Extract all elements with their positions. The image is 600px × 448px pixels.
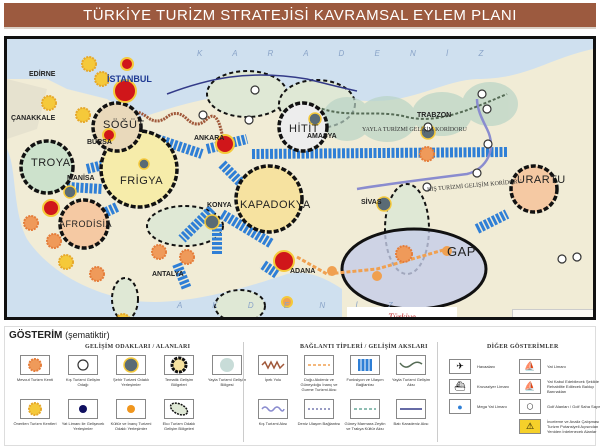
navy-line-icon (400, 408, 422, 410)
legend-south-marmara-axis: Güney Marmara Zeytin ve Trakya Kültür Ak… (343, 399, 387, 431)
corridor-yayla: YAYLA TURİZMİ GELİŞİM KORİDORU (362, 127, 467, 133)
cruise-ship-icon: ⛴ (449, 379, 471, 394)
city-amasya: AMASYA (307, 133, 337, 140)
dashed-line-icon (308, 408, 330, 410)
region-kapadokya: KAPADOKYA (240, 199, 311, 211)
city-bursa: BURSA (87, 139, 112, 146)
legend-section-focus: GELİŞİM ODAKLARI / ALANLARI (85, 344, 191, 350)
legend-review-area: ⚠İnceleme ve Analiz Çalışması İle Turizm… (519, 419, 600, 434)
city-istanbul: İSTANBUL (107, 74, 152, 84)
ministry-logo: Türkiye KÜLTÜR VE TURİZM BAKANLIĞI 2006 (347, 307, 457, 320)
legend-yayla-region: Yayla Turizmi Gelişim Bölgesi (205, 355, 249, 387)
eco-ellipse-icon (169, 402, 189, 416)
legend-divider (243, 342, 244, 442)
legend-panel: GÖSTERİM (şematiktir) GELİŞİM ODAKLARI /… (4, 326, 600, 446)
legend-divider (437, 342, 438, 442)
city-edirne: EDİRNE (29, 71, 56, 78)
page-title: TÜRKİYE TURİZM STRATEJİSİ KAVRAMSAL EYLE… (83, 6, 517, 24)
region-urartu: URARTU (517, 174, 566, 186)
legend-airport: ✈Havaalanı (449, 359, 537, 374)
navy-dot-icon (79, 405, 87, 413)
green-wave-icon (399, 361, 423, 368)
city-antalya: ANTALYA (152, 271, 184, 278)
legend-marina: ⛵Yat Limanı (519, 359, 600, 374)
city-sivas: SİVAS (361, 199, 382, 206)
white-circle-icon (77, 359, 89, 371)
legend-title: GÖSTERİM (şematiktir) (9, 330, 110, 341)
legend-sea-link: Deniz Ulaşım Bağlantısı (297, 399, 341, 426)
legend-proposed-tourism-city: Önerilen Turizm Kentleri (13, 399, 57, 426)
fishing-harbor-icon: ⛵ (519, 379, 541, 394)
turkiye-brand: Türkiye (388, 312, 416, 320)
city-adana: ADANA (290, 268, 316, 275)
legend-section-links: BAĞLANTI TİPLERİ / GELİŞİM AKSLARI (300, 344, 428, 350)
legend-east-med-axis: Doğu Akdeniz ve Güneydoğu İnanç ve Gurme… (297, 355, 341, 392)
legend-fishing-harbor: ⛵Yat Kabul Edebilecek Şekilde Rehabilite… (519, 379, 600, 394)
legend-winter-focus: Kış Turizmi Gelişim Odağı (61, 355, 105, 387)
sea-label-mediterranean: A K D E N İ Z (177, 301, 407, 310)
tourism-map: K A R A D E N İ Z A K D E N İ Z TROYA FR… (4, 36, 596, 320)
city-canakkale: ÇANAKKALE (11, 115, 56, 122)
city-manisa: MANİSA (67, 175, 95, 182)
airplane-icon: ✈ (449, 359, 471, 374)
region-sogut: SÖĞÜT (103, 119, 145, 131)
legend-mega-marina: ●Mega Yat Limanı (449, 399, 537, 414)
yacht-icon: ⛵ (519, 359, 541, 374)
legend-thematic-region: Tematik Gelişim Bölgeleri (157, 355, 201, 387)
orange-sun-icon (28, 358, 42, 372)
legend-silk-road: İpek Yolu (251, 355, 295, 382)
legend-city-tourism: Şehir Turizmi Odaklı Yerleşimler (109, 355, 153, 387)
mega-yacht-icon: ● (449, 399, 471, 414)
city-konya: KONYA (207, 202, 232, 209)
region-frigya: FRİGYA (120, 175, 164, 187)
golf-icon: ◯ (519, 399, 541, 414)
yellow-sun-icon (28, 402, 42, 416)
pale-circle-icon (220, 358, 234, 372)
blue-bars-icon (358, 359, 372, 371)
grey-circle-icon (123, 357, 139, 373)
legend-culture-faith: Kültür ve İnanç Turizmi Odaklı Yerleşiml… (109, 399, 153, 431)
legend-existing-tourism-city: Mevcut Turizm Kenti (13, 355, 57, 382)
city-ankara: ANKARA (194, 135, 225, 142)
brown-zigzag-icon (261, 360, 285, 370)
region-gap: GAP (447, 244, 476, 259)
thematic-ring-icon (170, 356, 188, 374)
region-troya: TROYA (31, 157, 71, 169)
legend-marina-settlement: Yat Limanı ile Gelişecek Yerleşimler (61, 399, 105, 431)
region-afrodisia: AFRODİSİA (59, 219, 113, 229)
sea-label-black-sea: K A R A D E N İ Z (197, 49, 498, 58)
legend-winter-axis: Kış Turizmi Aksı (251, 399, 295, 426)
region-hitit: HİTİT (289, 123, 319, 135)
purple-wave-icon (261, 406, 285, 412)
orange-dot-icon (127, 405, 135, 413)
legend-function-link: Fonksiyon ve Ulaşım Bağlantısı (343, 355, 387, 387)
map-graphics (7, 39, 593, 317)
legend-yayla-axis: Yayla Turizmi Gelişim Aksı (389, 355, 433, 387)
legend-eco-region: Eko Turizm Odaklı Gelişim Bölgeleri (157, 399, 201, 431)
title-bar: TÜRKİYE TURİZM STRATEJİSİ KAVRAMSAL EYLE… (4, 3, 596, 29)
legend-cruise-port: ⛴Kruvaziyer Limanı (449, 379, 537, 394)
legend-section-other: DİĞER GÖSTERİMLER (487, 344, 559, 350)
map-inset-legend (512, 309, 593, 317)
legend-west-black-sea-axis: Batı Karadeniz Aksı (389, 399, 433, 426)
orange-chain-icon (308, 364, 330, 366)
legend-golf: ◯Golf Alanları / Golf Saha Sayısı (519, 399, 600, 414)
city-trabzon: TRABZON (417, 112, 452, 119)
review-area-icon: ⚠ (519, 419, 541, 434)
teal-chain-icon (354, 408, 376, 410)
